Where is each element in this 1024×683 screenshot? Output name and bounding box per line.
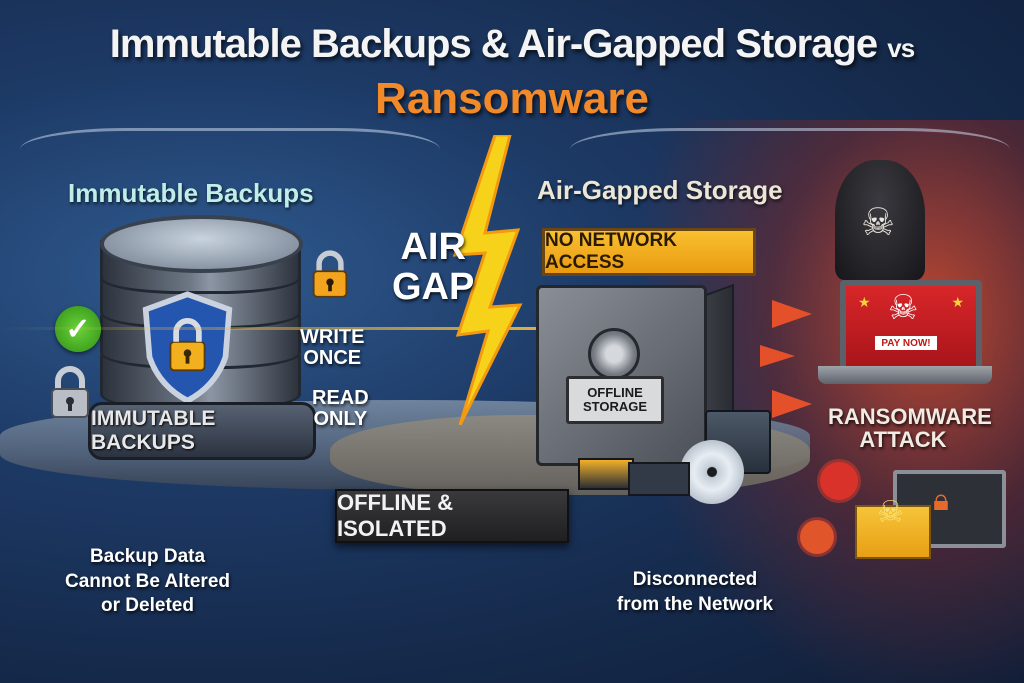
caption-line1: Backup Data [89,546,206,567]
header-arc-left [20,128,440,171]
laptop-icon: ☠ ★ ★ [840,280,982,372]
air-gapped-caption: Disconnected from the Network [600,568,790,617]
disc-icon [680,440,744,504]
title-main: Immutable Backups & Air-Gapped Storage [109,22,878,66]
air-gap-label: AIR GAP [392,226,475,308]
tape-drive-icon [578,458,634,490]
caption-line3: or Deleted [101,595,194,617]
hard-drive-icon [628,462,690,496]
email-skull-icon: ☠ [855,496,931,559]
offline-storage-label: OFFLINE STORAGE [566,376,664,424]
immutable-caption: Backup Data Cannot Be Altered or Deleted [60,545,235,619]
offline-isolated-badge: OFFLINE & ISOLATED [335,489,569,543]
caption2-line2: from the Network [616,593,774,615]
air-gap-line2: GAP [392,265,475,308]
safe-label-line1: OFFLINE [587,384,643,400]
read-only-line1: READ [312,387,369,409]
attack-line2: ATTACK [859,427,947,453]
read-only-line2: ONLY [313,408,368,430]
caption-line2: Cannot Be Altered [64,570,231,592]
arrow-icon [772,300,812,328]
star-icon: ★ [951,294,964,310]
laptop-keyboard [818,366,992,384]
shield-lock-icon [142,291,233,404]
light-beam [0,327,540,330]
caption2-line1: Disconnected [632,569,758,590]
immutable-backups-label: IMMUTABLE BACKUPS [88,402,316,460]
star-icon: ★ [858,294,871,310]
lock-icon-orange [312,250,348,298]
read-only-label: READ ONLY [312,388,369,430]
skull-icon: ☠ [888,289,919,327]
virus-icon [800,520,834,554]
page-subtitle: Ransomware [375,74,649,123]
air-gapped-storage-heading: Air-Gapped Storage [537,175,783,205]
virus-icon [820,462,858,500]
safe-dial-icon [588,328,640,380]
title-vs: vs [887,33,915,63]
pay-now-banner: PAY NOW! [875,336,937,350]
air-gap-line1: AIR [400,226,466,268]
lightning-bolt-icon [452,135,523,425]
arrow-icon [760,345,795,367]
no-network-access-sign: NO NETWORK ACCESS [542,228,756,276]
lock-icon-grey [51,366,89,418]
arrow-icon [772,390,812,418]
write-once-line1: WRITE [300,326,365,348]
write-once-label: WRITE ONCE [300,327,364,369]
safe-label-line2: STORAGE [582,399,648,414]
immutable-backups-heading: Immutable Backups [68,178,314,208]
ransomware-attack-label: RANSOMWARE ATTACK [828,404,992,453]
header-arc-right [570,128,1010,171]
write-once-line2: ONCE [303,347,362,369]
page-title: Immutable Backups & Air-Gapped Storage v… [0,22,1024,67]
hooded-hacker-skull-icon: ☠ [835,160,925,280]
attack-line1: RANSOMWARE [828,404,992,429]
